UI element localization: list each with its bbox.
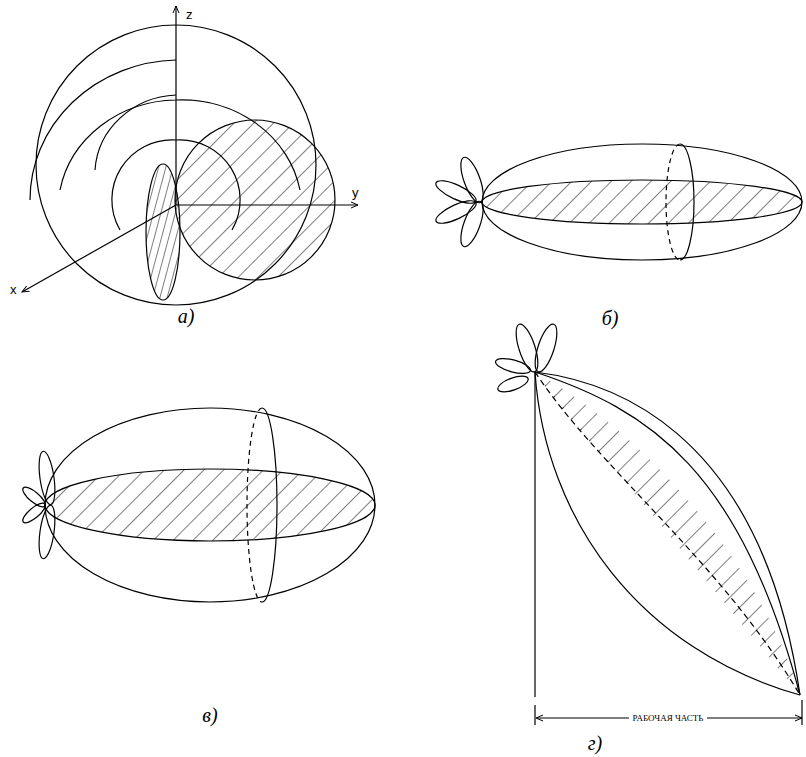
toroidal-pattern <box>22 6 358 305</box>
dimension-label: РАБОЧАЯ ЧАСТЬ <box>629 714 708 723</box>
panel-label: г) <box>588 733 602 753</box>
panel-label: в) <box>202 705 217 725</box>
narrow-beam-pattern <box>433 144 802 260</box>
wide-beam-pattern <box>20 408 375 602</box>
axis-label: x <box>10 283 17 296</box>
axis-label: z <box>186 8 193 21</box>
inclined-beam-pattern <box>494 322 802 725</box>
panel-label: б) <box>602 308 619 328</box>
panel-label: а) <box>178 306 195 326</box>
axis-label: y <box>352 186 359 199</box>
